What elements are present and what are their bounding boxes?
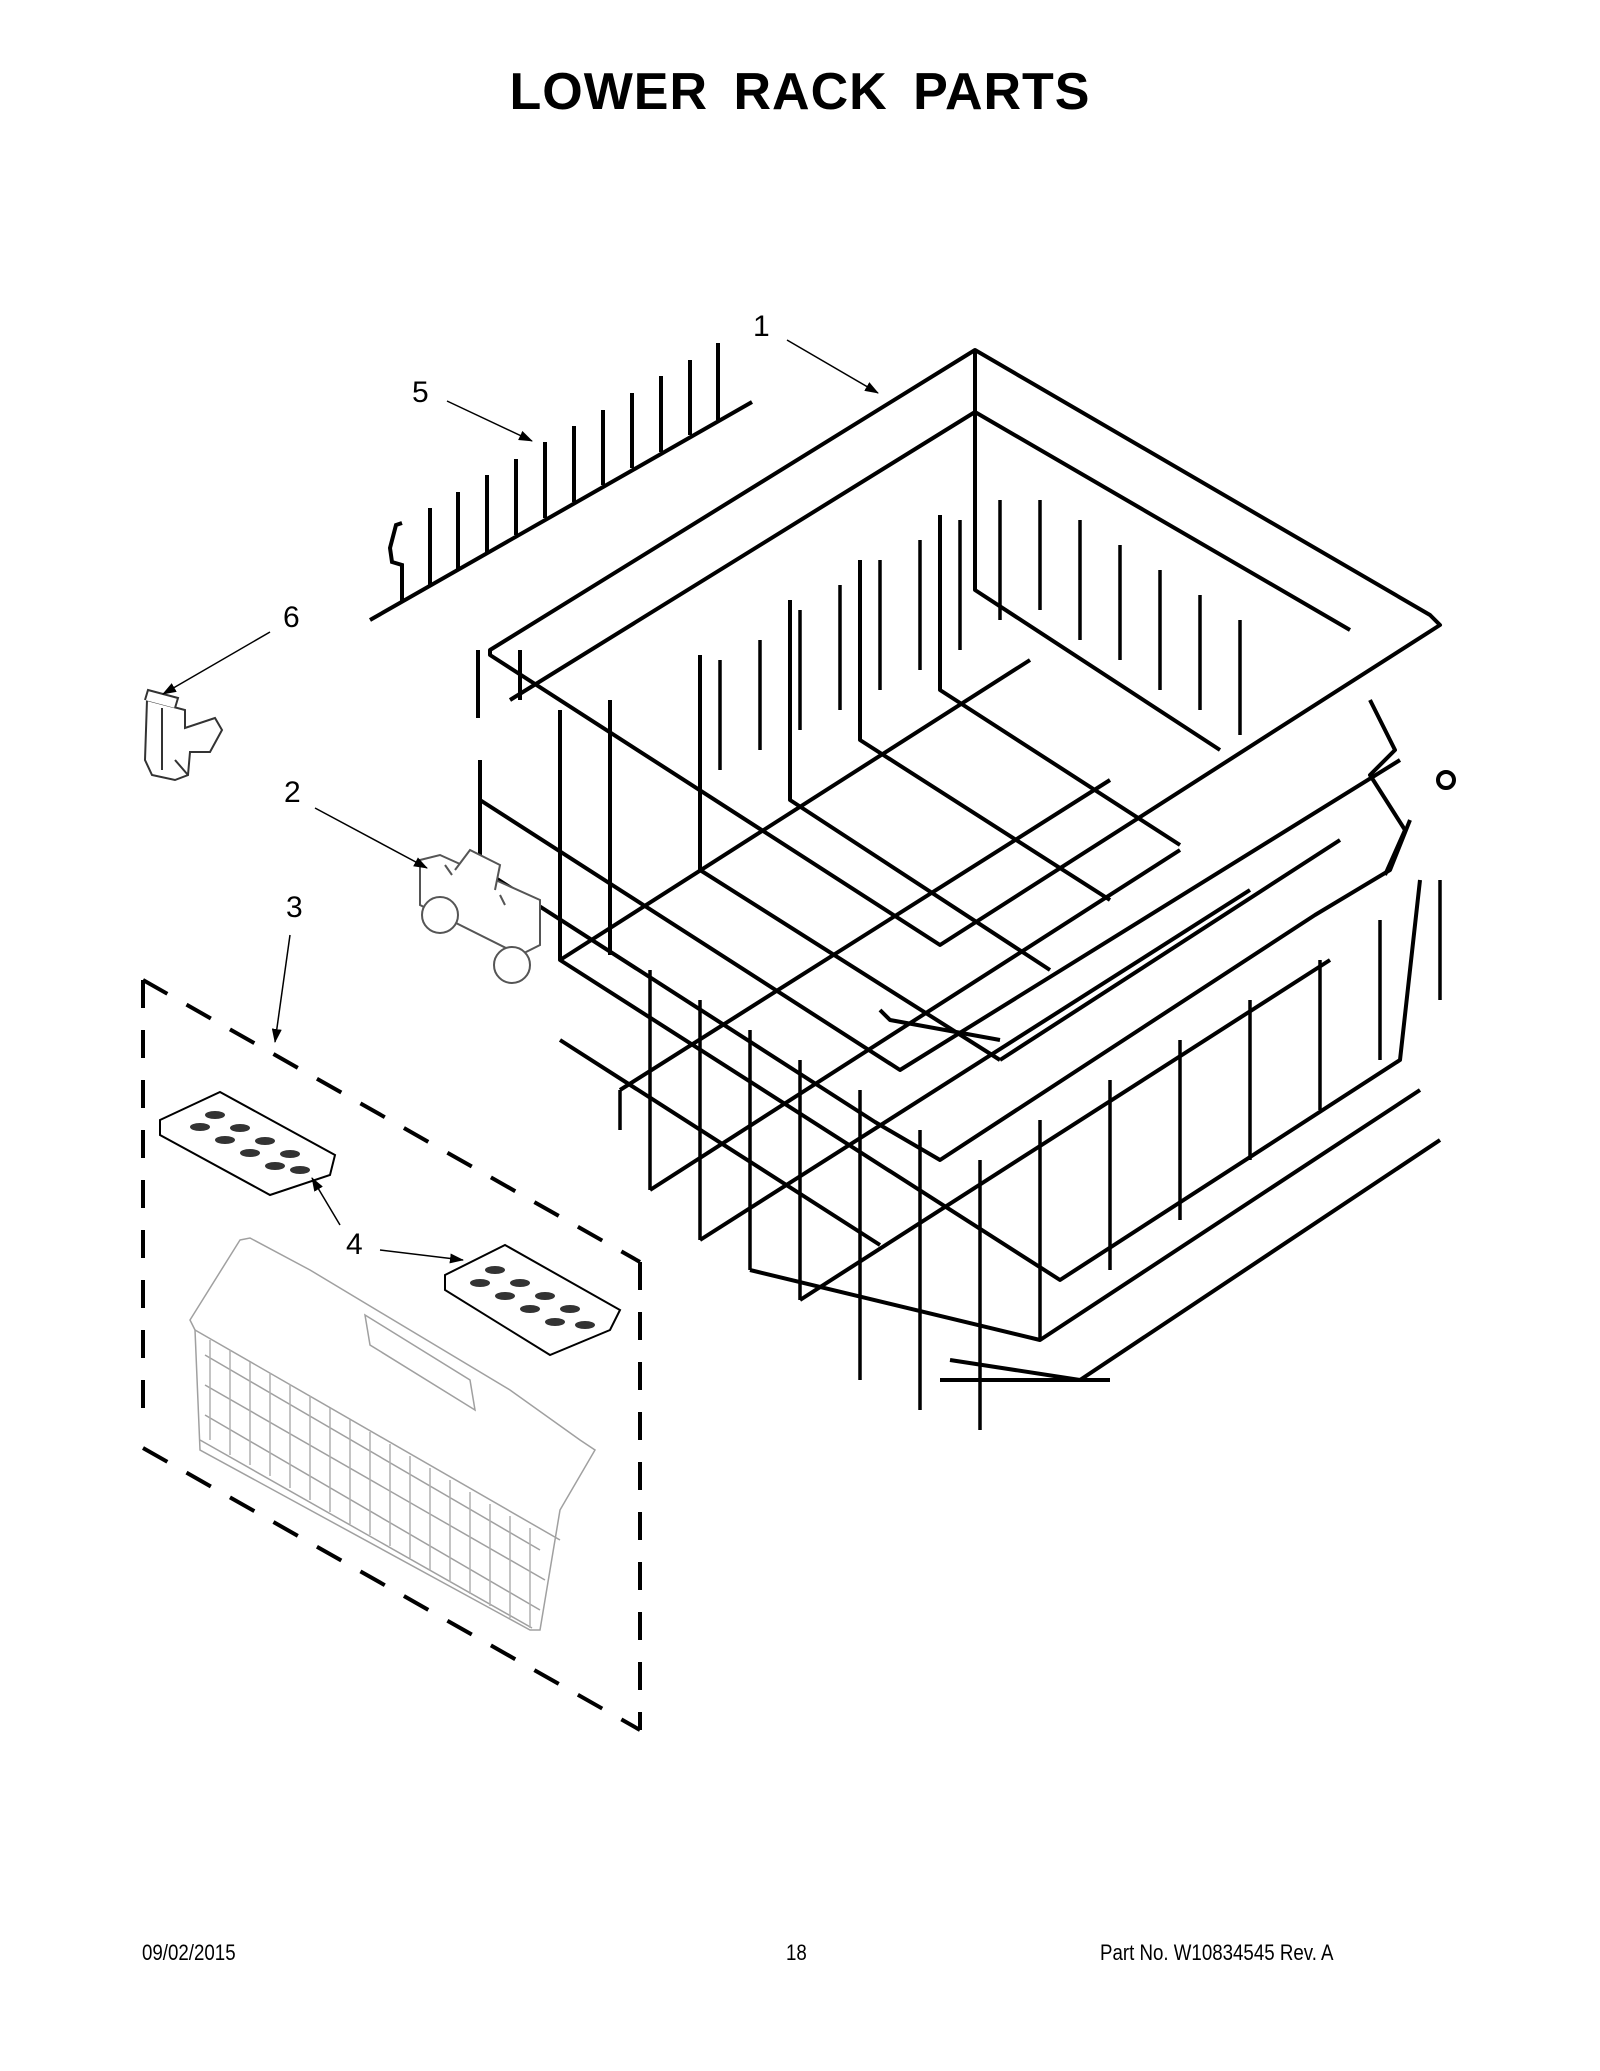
callout-6: 6 [283, 601, 300, 634]
tine-row-illustration [369, 343, 753, 622]
basket-lid-illustration-lower [444, 1243, 622, 1357]
footer-date: 09/02/2015 [142, 1940, 236, 1965]
footer-part-number: Part No. W10834545 Rev. A [1100, 1940, 1334, 1965]
callout-1: 1 [753, 310, 770, 343]
basket-kit-outline [141, 978, 642, 1732]
basket-lid-illustration-upper [159, 1090, 337, 1197]
callout-5: 5 [412, 376, 429, 409]
footer-page-number: 18 [786, 1940, 807, 1965]
rack-clip-illustration [143, 688, 224, 782]
callout-2: 2 [284, 776, 301, 809]
leader-arrows [162, 339, 879, 1264]
page-title: LOWER RACK PARTS [509, 63, 1091, 121]
callout-4: 4 [346, 1228, 363, 1261]
rack-roller-illustration [419, 848, 541, 984]
lower-rack-illustration [476, 348, 1456, 1430]
callout-3: 3 [286, 891, 303, 924]
silverware-basket-illustration [189, 1237, 597, 1631]
